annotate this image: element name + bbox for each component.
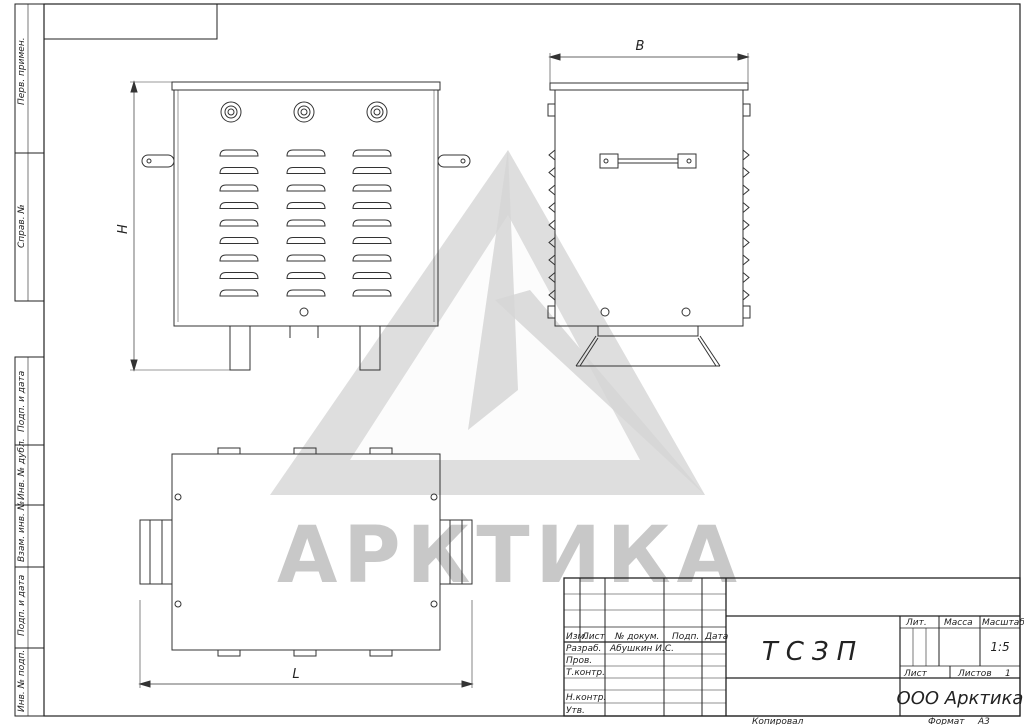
top-view [138,447,474,688]
side-fin [548,289,556,301]
side-fin [742,149,750,161]
side-label: Подп. и дата [17,575,27,636]
vent-louver [352,184,392,192]
side-view [547,53,751,367]
side-labels: Перв. примен. Справ. № Подп. и дата Инв.… [17,37,27,712]
tb-format-value: А3 [977,717,990,725]
side-label: Инв. № подп. [17,650,27,712]
vent-louver [286,167,326,174]
side-fin [742,254,750,266]
vent-louver [219,202,259,209]
side-label: Перв. примен. [17,37,27,105]
tb-sheets-value: 1 [1005,669,1011,679]
side-label: Взам. инв. № [17,501,27,562]
tb-copied: Копировал [752,717,804,725]
tb-header: Изм. [566,632,587,642]
vent-louver [286,184,326,192]
vent-louver [352,237,392,244]
vent-louver [286,237,326,244]
title-block [563,577,1021,717]
bolt-icon [217,447,393,657]
side-label: Справ. № [17,204,27,248]
vent-louver [219,237,259,244]
tb-header: Дата [704,632,728,642]
tb-designation: ТСЗП [762,637,864,667]
vent-louver [352,167,392,174]
vent-louver [352,254,392,262]
tb-role: Т.контр. [566,668,605,678]
dimension-length-label: L [292,667,299,682]
vent-louver [219,167,259,174]
watermark: АРКТИКА [270,150,743,601]
tb-company: ООО Арктика [897,688,1024,709]
side-fin [548,254,556,266]
vent-louver [352,219,392,227]
side-fin [548,167,556,178]
vent-louver [219,272,259,279]
side-fin [742,219,750,231]
tb-scale-value: 1:5 [990,640,1009,654]
tb-role: Разраб. [566,644,601,654]
bolt-icon [220,101,388,123]
side-fin [548,184,556,196]
side-fin [742,184,750,196]
title-block-text: Изм. Лист № докум. Подп. Дата Разраб. Аб… [566,618,1024,725]
vent-louver [352,202,392,209]
tb-mass-label: Масса [944,618,973,628]
side-fin [548,202,556,213]
tb-header: Подп. [672,632,699,642]
dimension-width-label: B [636,39,645,54]
front-view [130,80,471,372]
vent-louver [286,149,326,157]
dimension-height-label: H [116,224,131,234]
vent-louver [352,289,392,297]
tb-header: № докум. [614,632,659,642]
tb-role: Утв. [566,706,585,716]
side-label: Инв. № дубл. [17,438,27,500]
tb-format-label: Формат [928,717,965,725]
vent-louver [219,149,259,157]
side-fin [548,219,556,231]
vent-louver [286,272,326,279]
side-fin [548,237,556,248]
side-fin [742,202,750,213]
vent-louvers [219,149,392,297]
vent-louver [219,219,259,227]
frame [14,3,1021,717]
side-fin [742,272,750,283]
tb-role: Пров. [566,656,592,666]
vent-louver [219,184,259,192]
vent-louver [352,149,392,157]
side-fin [548,272,556,283]
tb-scale-label: Масштаб [982,618,1024,628]
side-fin [742,289,750,301]
vent-louver [286,202,326,209]
tb-sheet-label: Лист [903,669,928,679]
tb-header: Лист [581,632,606,642]
side-label: Подп. и дата [17,371,27,432]
tb-developer: Абушкин И.С. [609,644,674,654]
vent-louver [286,219,326,227]
side-fin [742,237,750,248]
side-fin [548,149,556,161]
tb-lit-label: Лит. [905,618,927,628]
side-fin [742,167,750,178]
tb-role: Н.контр. [566,693,606,703]
watermark-text: АРКТИКА [277,511,743,601]
tb-sheets-label: Листов [957,669,992,679]
vent-louver [286,289,326,297]
vent-louver [286,254,326,262]
vent-louver [352,272,392,279]
vent-louver [219,254,259,262]
vent-louver [219,289,259,297]
